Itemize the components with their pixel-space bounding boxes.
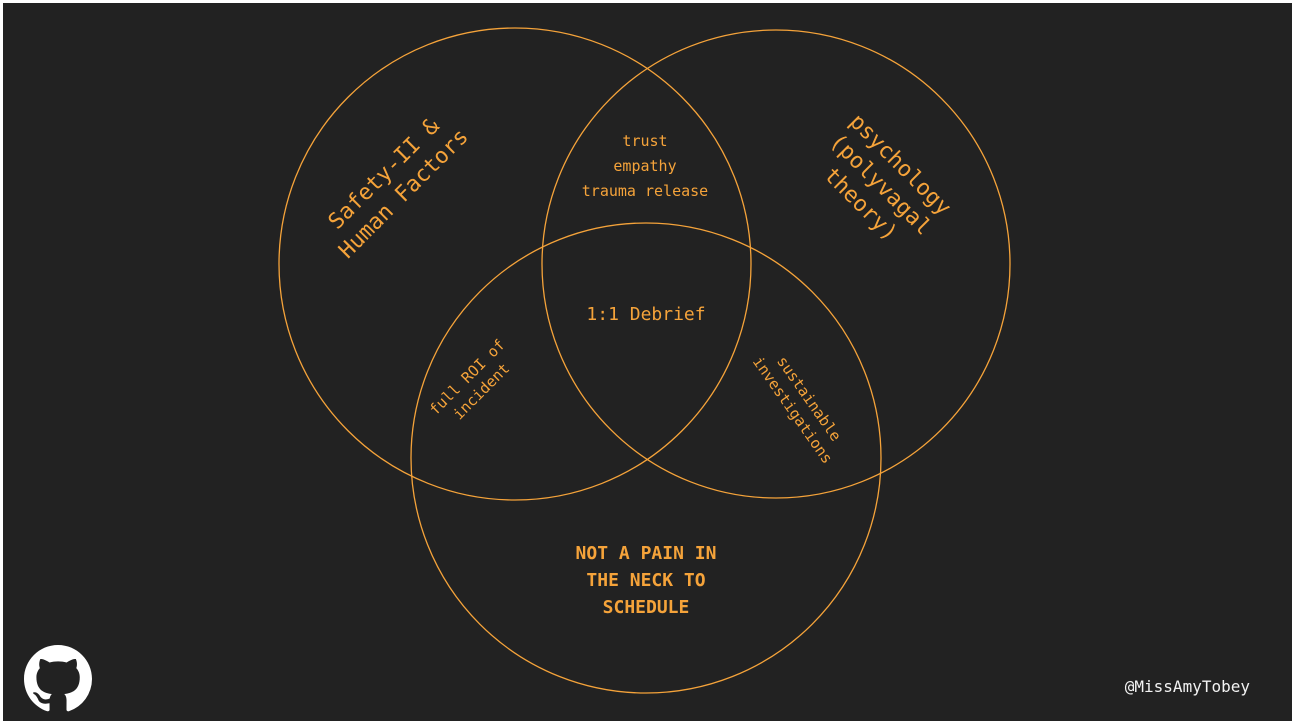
svg-text:trust: trust xyxy=(622,132,667,150)
venn-circle-top-right xyxy=(541,29,1011,499)
venn-circle-top-left xyxy=(278,27,752,501)
svg-text:SCHEDULE: SCHEDULE xyxy=(603,597,690,618)
overlap-right-label: sustainable investigations xyxy=(749,353,845,467)
label-not-a-pain: NOT A PAIN IN THE NECK TO SCHEDULE xyxy=(576,543,717,618)
venn-circle-bottom xyxy=(410,222,882,694)
github-icon xyxy=(24,645,92,712)
svg-text:empathy: empathy xyxy=(613,157,676,175)
label-safety-human-factors: Safety-II & Human Factors xyxy=(324,113,474,263)
svg-text:THE NECK TO: THE NECK TO xyxy=(586,570,705,591)
overlap-center-label: 1:1 Debrief xyxy=(586,304,705,325)
twitter-handle: @MissAmyTobey xyxy=(1124,677,1250,696)
label-psychology: psychology (polyvagal theory) xyxy=(819,109,956,246)
overlap-top-label: trust empathy trauma release xyxy=(582,132,708,200)
overlap-left-label: full ROI of incident xyxy=(426,336,514,424)
slide xyxy=(3,3,1292,721)
svg-text:NOT A PAIN IN: NOT A PAIN IN xyxy=(576,543,717,564)
svg-text:trauma release: trauma release xyxy=(582,182,708,200)
